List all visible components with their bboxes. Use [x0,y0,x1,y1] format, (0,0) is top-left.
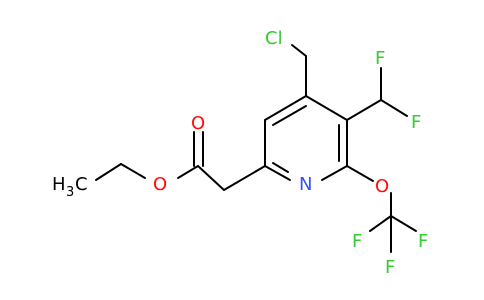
bond-ch2-cl [291,44,307,57]
atom-label-o-carbonyl: O [191,113,205,134]
atom-label-methyl-c: C [75,174,88,195]
bond-chf2-f-right [380,99,408,117]
bond-cf3-f-right [390,215,417,232]
atom-label-methyl-h: H [52,174,66,195]
ring-bond-c2-n [321,165,348,181]
ring-bond-n-c6-inner [272,162,289,173]
atom-label-f-cf3-right: F [418,231,428,252]
ring-bond-c4-c3 [305,95,348,121]
atom-label-f-cf3-bottom: F [385,257,395,278]
atom-label-f-chf2-right: F [411,112,421,133]
atom-label-cl: Cl [265,28,283,49]
bond-ch2-carbonyl [197,165,225,191]
atom-label-n: N [299,174,312,195]
bond-c6-ch2 [223,165,266,191]
bond-o-ethyl-ch2 [120,163,146,179]
bond-cf3-f-left [369,215,392,232]
atom-label-methyl-subscript: 3 [66,185,74,200]
atom-label-f-cf3-left: F [352,231,362,252]
atom-label-o-ether: O [375,176,389,197]
ring-bond-c5-c4-inner [272,105,307,126]
bond-ethyl-ch2-ch3 [95,163,122,181]
atom-label-o-ester: O [153,174,167,195]
atom-label-f-chf2-top: F [375,48,385,69]
ring-bond-n-c6 [264,165,291,181]
bond-carbonyl-o-ester [177,165,199,179]
ring-bond-c5-c4 [264,95,307,121]
bond-c2-o [346,165,374,182]
bond-c3-chf2 [346,99,382,121]
